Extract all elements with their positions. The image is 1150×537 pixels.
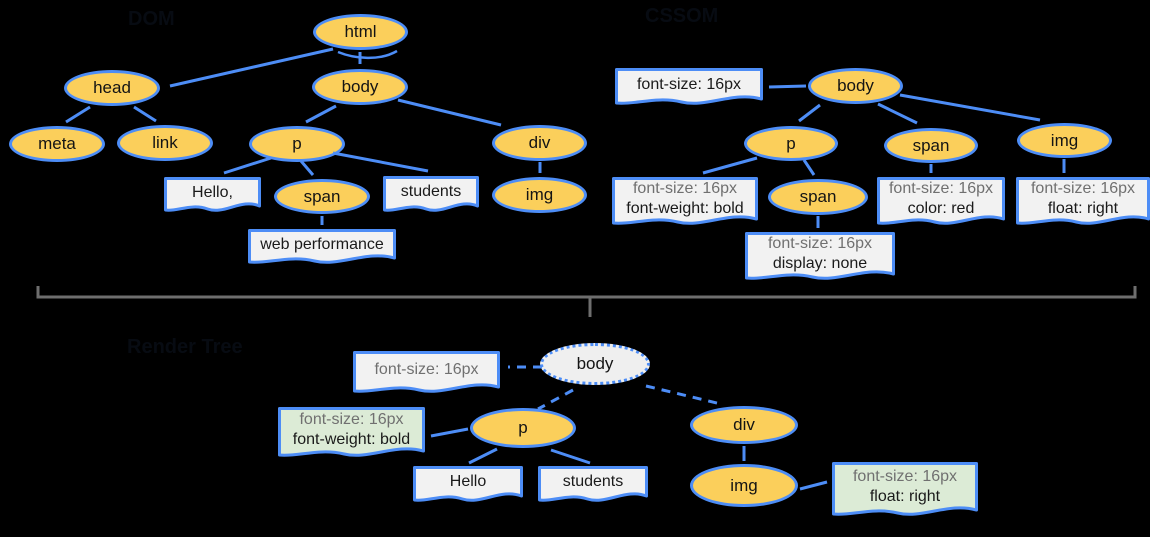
arrow-head-meta [65,105,91,124]
text-node-label: Hello [449,473,487,490]
style-rule: font-size: 16px [852,468,958,485]
style-rule: font-size: 16px [1030,180,1136,197]
arrow-html-head [169,47,334,88]
render-node-body: body [540,343,650,385]
document-shape [877,177,1005,225]
style-rule: float: right [1047,200,1119,217]
cssom-node-img: img [1017,123,1112,158]
render-style-body: font-size: 16px [353,351,500,393]
document-shape [248,229,396,264]
arrow-render-img-rule [799,480,828,491]
document-shape [383,176,479,212]
document-shape [413,466,523,502]
text-node-label: students [400,183,462,200]
dom-node-div: div [492,125,587,161]
cssom-node-span: span [884,128,978,163]
document-shape [612,177,758,225]
document-shape [538,466,648,502]
text-node-label: web performance [260,235,384,253]
cssom-node-body: body [808,68,903,104]
style-rule: display: none [772,255,868,272]
document-shape [353,351,500,393]
dom-node-meta: meta [9,126,105,162]
render-node-div: div [690,406,798,444]
dom-tree-title: DOM [128,8,175,30]
document-shape [278,407,425,457]
style-rule: font-weight: bold [626,200,744,217]
dom-node-html: html [313,14,408,50]
arrow-render-body-div [645,384,722,406]
text-node-label: students [562,473,624,490]
arrow-body-p [305,104,337,124]
arrow-cssom-body-span [877,102,918,125]
style-rule: float: right [869,488,941,505]
style-rule: font-weight: bold [292,431,411,448]
cssom-node-p: p [744,126,838,161]
arrow-render-p-hello [468,447,498,465]
arrow-render-p-rule [430,427,469,438]
render-text-students: students [538,466,648,502]
cssom-rule-span-nested: font-size: 16px display: none [745,232,895,280]
document-shape [164,177,261,212]
dom-node-head: head [64,70,160,106]
arrow-cssom-body-rule [768,84,807,89]
arrow-render-body-p [537,388,574,411]
dom-node-body: body [312,69,408,105]
style-rule: font-size: 16px [888,180,994,197]
cssom-tree-title: CSSOM [645,5,719,27]
dom-text-hello: Hello, [164,177,261,212]
cssom-rule-p: font-size: 16px font-weight: bold [612,177,758,225]
dom-text-web-performance: web performance [248,229,396,264]
document-shape [1016,177,1150,225]
arrow-head-link [133,105,157,123]
render-style-p: font-size: 16px font-weight: bold [278,407,425,457]
style-rule: font-size: 16px [374,361,479,378]
document-shape [832,462,978,516]
style-rule: color: red [907,200,975,217]
arrow-cssom-body-p [798,103,821,123]
arrow-p-span [299,160,315,176]
arrow-tail-squiggle [337,49,398,60]
cssom-rule-span: font-size: 16px color: red [877,177,1005,225]
arrow-body-div [397,98,502,127]
style-rule: font-size: 16px [767,235,873,252]
arrow-render-p-students [550,448,591,465]
cssom-rule-body: font-size: 16px [615,68,763,105]
dom-node-span: span [274,179,370,214]
arrow-cssom-p-span [802,159,816,176]
arrow-cssom-p-rule [702,156,758,175]
dom-text-students: students [383,176,479,212]
arrow-p-students [332,151,429,173]
render-tree-title: Render Tree [127,336,243,358]
dom-node-p: p [249,126,345,162]
document-shape [745,232,895,280]
dom-node-link: link [117,125,213,161]
arrow-cssom-body-img [899,93,1041,122]
dom-node-img: img [492,177,587,213]
render-node-img: img [690,464,798,507]
render-style-img: font-size: 16px float: right [832,462,978,516]
render-node-p: p [470,408,576,448]
style-rule: font-size: 16px [632,180,738,197]
cssom-node-span-nested: span [768,179,868,215]
style-rule: font-size: 16px [636,75,742,93]
cssom-rule-img: font-size: 16px float: right [1016,177,1150,225]
style-rule: font-size: 16px [299,411,404,428]
arrow-p-hello [223,156,272,175]
render-text-hello: Hello [413,466,523,502]
merge-bracket [36,286,1137,299]
document-shape [615,68,763,105]
text-node-label: Hello, [192,183,233,201]
